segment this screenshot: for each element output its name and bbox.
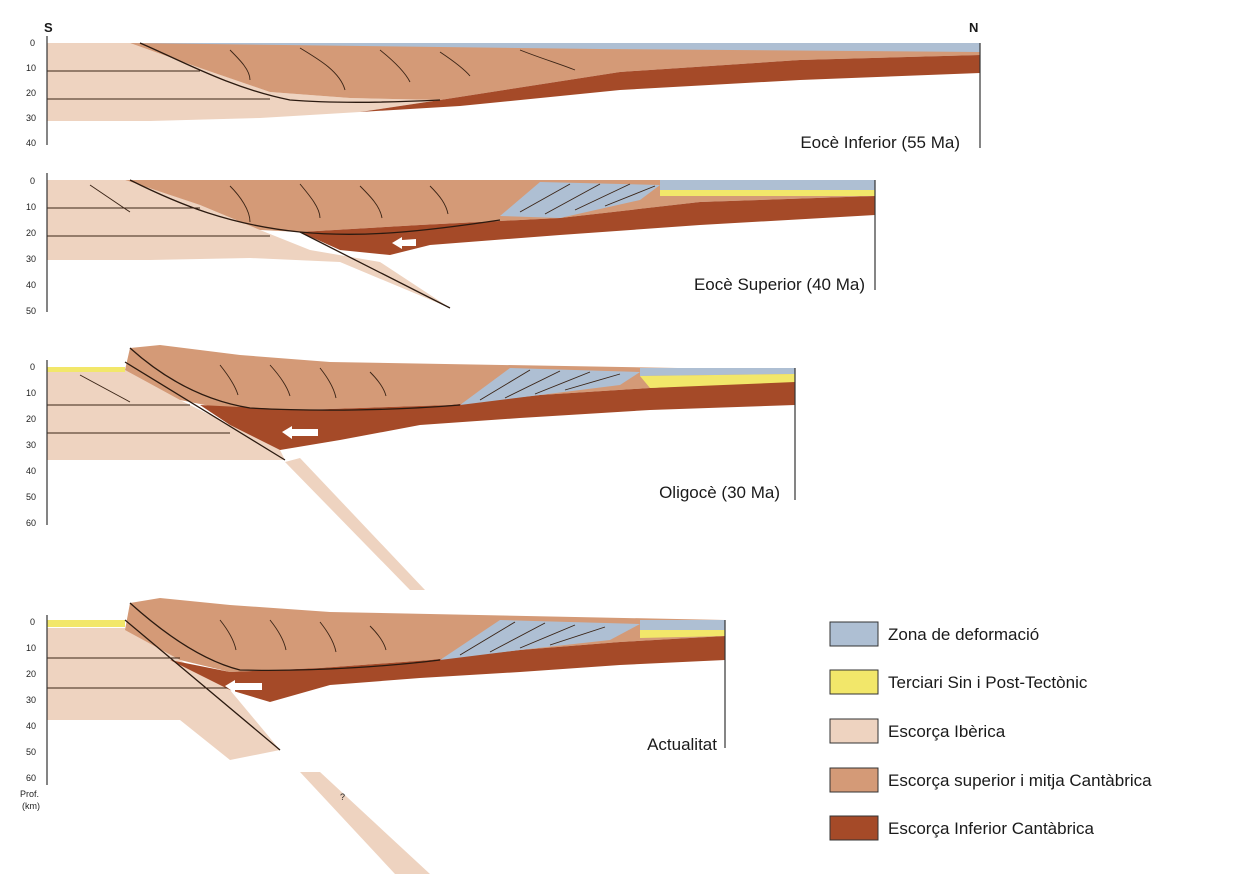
depth-ticks-section-3: 0 10 20 30 40 50 60 — [26, 362, 36, 528]
legend-swatch — [830, 768, 878, 792]
tick-label: 40 — [26, 280, 36, 290]
tick-label: 10 — [26, 202, 36, 212]
legend-label: Terciari Sin i Post-Tectònic — [888, 673, 1088, 692]
section-caption: Eocè Superior (40 Ma) — [694, 275, 865, 294]
legend-swatch — [830, 622, 878, 646]
tick-label: 20 — [26, 228, 36, 238]
tertiary-left — [47, 367, 125, 372]
legend-label: Escorça Inferior Cantàbrica — [888, 819, 1095, 838]
tick-label: 30 — [26, 695, 36, 705]
tick-label: 10 — [26, 63, 36, 73]
tick-label: 0 — [30, 617, 35, 627]
legend-swatch — [830, 816, 878, 840]
legend-item: Escorça Inferior Cantàbrica — [830, 816, 1095, 840]
tick-label: 20 — [26, 669, 36, 679]
legend-item: Zona de deformació — [830, 622, 1039, 646]
section-caption: Eocè Inferior (55 Ma) — [800, 133, 960, 152]
tick-label: 60 — [26, 773, 36, 783]
compass-south: S — [44, 20, 53, 35]
iberian-slab — [285, 458, 425, 590]
tick-label: 0 — [30, 176, 35, 186]
tick-label: 40 — [26, 466, 36, 476]
tick-label: 20 — [26, 88, 36, 98]
tick-label: 30 — [26, 254, 36, 264]
unknown-mark: ? — [340, 792, 345, 802]
legend-item: Terciari Sin i Post-Tectònic — [830, 670, 1088, 694]
deformation-zone-strip — [640, 620, 725, 630]
section-caption: Actualitat — [647, 735, 717, 754]
section-caption: Oligocè (30 Ma) — [659, 483, 780, 502]
depth-ticks-section-2: 0 10 20 30 40 50 — [26, 176, 36, 316]
tick-label: 20 — [26, 414, 36, 424]
tertiary-left — [47, 620, 125, 627]
tick-label: 30 — [26, 440, 36, 450]
legend-label: Escorça Ibèrica — [888, 722, 1006, 741]
tick-label: 40 — [26, 138, 36, 148]
tick-label: 60 — [26, 518, 36, 528]
legend-swatch — [830, 670, 878, 694]
tick-label: 50 — [26, 306, 36, 316]
legend: Zona de deformació Terciari Sin i Post-T… — [830, 622, 1152, 840]
tick-label: 0 — [30, 38, 35, 48]
iberian-slab — [300, 772, 430, 874]
deformation-zone-strip — [660, 180, 875, 190]
depth-ticks-section-4: 0 10 20 30 40 50 60 — [26, 617, 36, 783]
section-eocene-inferior — [47, 36, 980, 148]
tick-label: 30 — [26, 113, 36, 123]
tick-label: 10 — [26, 388, 36, 398]
legend-label: Zona de deformació — [888, 625, 1039, 644]
tick-label: 50 — [26, 492, 36, 502]
legend-item: Escorça Ibèrica — [830, 719, 1006, 743]
section-present — [47, 598, 725, 874]
tertiary-strip — [660, 190, 875, 196]
tick-label: 0 — [30, 362, 35, 372]
tick-label: 10 — [26, 643, 36, 653]
legend-label: Escorça superior i mitja Cantàbrica — [888, 771, 1152, 790]
section-oligocene — [47, 345, 795, 590]
depth-ticks-section-1: 0 10 20 30 40 — [26, 38, 36, 148]
compass-north: N — [969, 20, 978, 35]
legend-swatch — [830, 719, 878, 743]
legend-item: Escorça superior i mitja Cantàbrica — [830, 768, 1152, 792]
depth-axis-unit: (km) — [22, 801, 40, 811]
depth-axis-label: Prof. — [20, 789, 39, 799]
tick-label: 50 — [26, 747, 36, 757]
tick-label: 40 — [26, 721, 36, 731]
